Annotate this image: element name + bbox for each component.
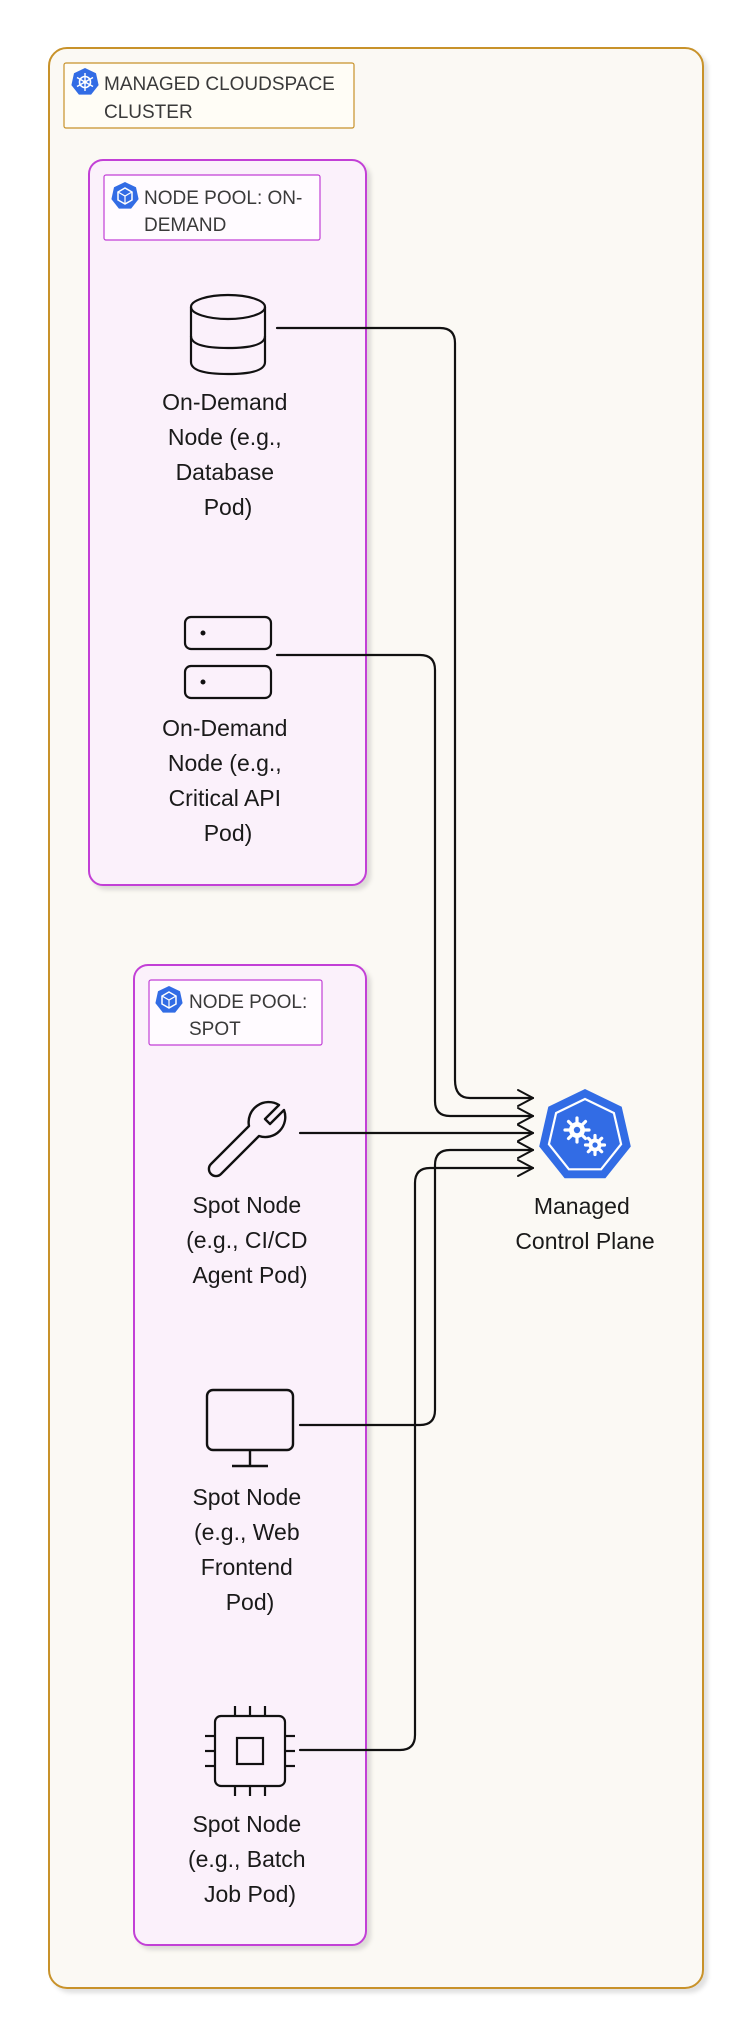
node-batch-label-line-2: (e.g., Batch [188, 1846, 306, 1872]
connector-web[interactable] [298, 1148, 535, 1427]
node-batch-label-line-3: Job Pod) [204, 1881, 296, 1907]
node-cicd-label-line-2: (e.g., CI/CD [186, 1227, 307, 1253]
control-plane-label-line-1: Managed [534, 1193, 630, 1219]
monitor-icon [205, 1388, 295, 1468]
node-web-label-line-4: Pod) [226, 1589, 275, 1615]
control-plane[interactable]: Managed Control Plane [515, 1089, 655, 1254]
kubernetes-pool-icon [155, 986, 183, 1013]
control-plane-label-line-2: Control Plane [515, 1228, 654, 1254]
pool-on-demand-title-line-1: NODE POOL: ON- [144, 188, 302, 209]
connector-batch[interactable] [298, 1166, 535, 1752]
server-icon [183, 615, 273, 700]
node-critical-api-label-line-2: Node (e.g., [168, 750, 282, 776]
cluster-title-line-1: MANAGED CLOUDSPACE [104, 74, 335, 95]
pool-spot-title-box [148, 979, 323, 1046]
pool-on-demand-title-box [103, 174, 321, 241]
node-cicd-label-line-1: Spot Node [192, 1192, 301, 1218]
pool-spot-title-line-1: NODE POOL: [189, 992, 307, 1013]
pool-spot-title-line-2: SPOT [189, 1019, 241, 1040]
node-cicd[interactable]: Spot Node (e.g., CI/CD Agent Pod) [186, 1100, 314, 1288]
node-database[interactable]: On-Demand Node (e.g., Database Pod) [162, 293, 294, 520]
wrench-icon [207, 1100, 287, 1178]
node-database-label: On-Demand Node (e.g., Database Pod) [162, 389, 294, 520]
node-critical-api-label-line-1: On-Demand [162, 715, 287, 741]
cluster-title: MANAGED CLOUDSPACE CLUSTER [104, 74, 340, 123]
node-web-label-line-3: Frontend [201, 1554, 293, 1580]
node-batch-label-line-1: Spot Node [192, 1811, 301, 1837]
node-critical-api-label-line-3: Critical API [169, 785, 281, 811]
pool-spot-title: NODE POOL: SPOT [189, 992, 313, 1040]
node-critical-api[interactable]: On-Demand Node (e.g., Critical API Pod) [162, 615, 294, 846]
node-critical-api-label-line-4: Pod) [204, 820, 253, 846]
node-batch[interactable]: Spot Node (e.g., Batch Job Pod) [188, 1706, 312, 1907]
connector-database[interactable] [275, 326, 535, 1100]
node-web[interactable]: Spot Node (e.g., Web Frontend Pod) [192, 1388, 307, 1615]
connectors [275, 326, 535, 1752]
node-database-label-line-3: Database [176, 459, 274, 485]
node-critical-api-label: On-Demand Node (e.g., Critical API Pod) [162, 715, 294, 846]
pool-on-demand-title-line-2: DEMAND [144, 215, 226, 236]
arrowheads [517, 1089, 534, 1177]
node-database-label-line-4: Pod) [204, 494, 253, 520]
control-plane-label: Managed Control Plane [515, 1193, 654, 1254]
kubernetes-pool-icon [111, 182, 139, 209]
database-icon [189, 293, 267, 376]
node-cicd-label: Spot Node (e.g., CI/CD Agent Pod) [186, 1192, 314, 1288]
cluster-title-box [63, 62, 355, 129]
cluster-title-line-2: CLUSTER [104, 102, 193, 123]
node-cicd-label-line-3: Agent Pod) [192, 1262, 307, 1288]
node-web-label-line-1: Spot Node [192, 1484, 301, 1510]
kubernetes-control-plane-icon [539, 1089, 631, 1179]
pool-on-demand[interactable]: NODE POOL: ON- DEMAND [88, 159, 367, 886]
cpu-chip-icon [205, 1706, 295, 1796]
node-database-label-line-1: On-Demand [162, 389, 287, 415]
node-batch-label: Spot Node (e.g., Batch Job Pod) [188, 1811, 312, 1907]
node-web-label-line-2: (e.g., Web [194, 1519, 300, 1545]
node-database-label-line-2: Node (e.g., [168, 424, 282, 450]
node-web-label: Spot Node (e.g., Web Frontend Pod) [192, 1484, 307, 1615]
pool-on-demand-title: NODE POOL: ON- DEMAND [144, 188, 308, 236]
kubernetes-helm-icon [71, 68, 99, 95]
connector-critical-api[interactable] [275, 653, 535, 1118]
